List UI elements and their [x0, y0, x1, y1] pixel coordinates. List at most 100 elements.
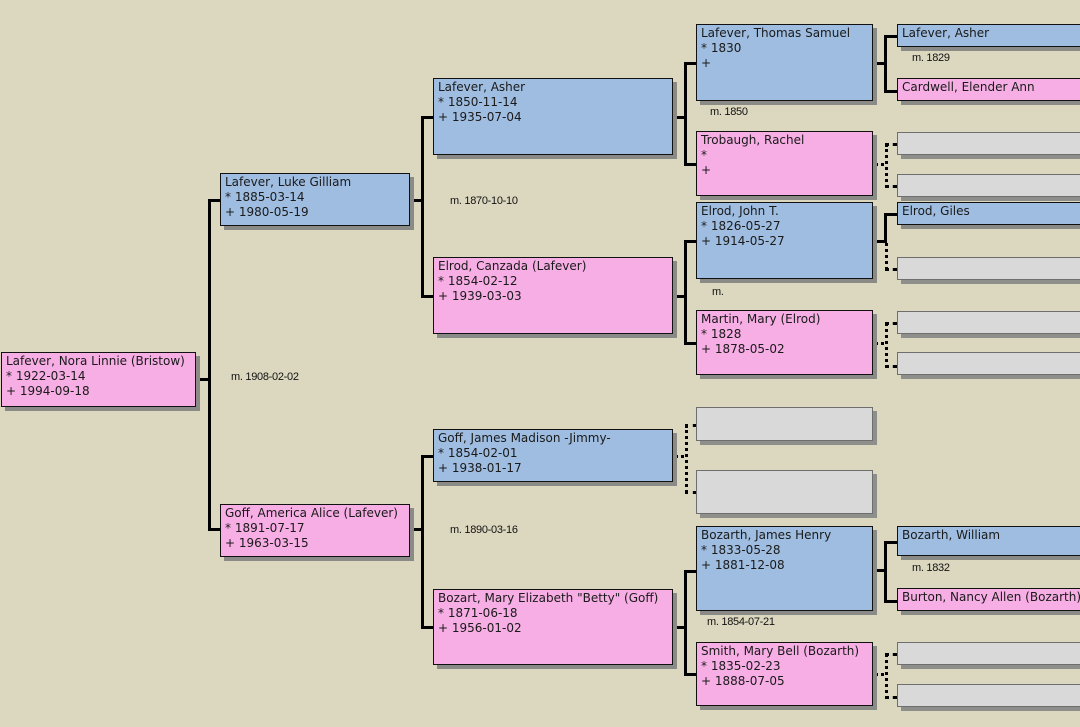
- person-birth: * 1850-11-14: [438, 95, 518, 109]
- connector: [421, 626, 433, 629]
- connector-dotted: [875, 163, 884, 166]
- connector: [872, 62, 885, 65]
- person-birth: * 1922-03-14: [6, 369, 86, 383]
- person-box-ggf-lafever[interactable]: Lafever, Thomas Samuel * 1830 +: [696, 24, 873, 101]
- person-name: Goff, America Alice (Lafever): [225, 506, 398, 520]
- person-box-father[interactable]: Lafever, Luke Gilliam * 1885-03-14 + 198…: [220, 173, 410, 226]
- person-box-root[interactable]: Lafever, Nora Linnie (Bristow) * 1922-03…: [1, 352, 196, 407]
- person-name: Lafever, Luke Gilliam: [225, 175, 352, 189]
- person-box-gggf-elrod[interactable]: Elrod, Giles: [897, 202, 1080, 225]
- person-name: Trobaugh, Rachel: [701, 133, 805, 147]
- marriage-label: m. 1850: [710, 106, 748, 118]
- marriage-label: m. 1854-07-21: [707, 616, 775, 628]
- person-birth: * 1833-05-28: [701, 543, 781, 557]
- person-birth: * 1826-05-27: [701, 219, 781, 233]
- connector: [884, 541, 897, 544]
- person-name: Martin, Mary (Elrod): [701, 312, 821, 326]
- connector-dotted: [885, 653, 897, 656]
- connector: [208, 199, 211, 530]
- empty-person-slot[interactable]: [696, 407, 873, 441]
- person-birth: * 1854-02-01: [438, 446, 518, 460]
- marriage-label: m.: [712, 286, 724, 298]
- person-name: Lafever, Asher: [902, 26, 990, 40]
- connector: [884, 35, 897, 38]
- person-name: Bozarth, James Henry: [701, 528, 832, 542]
- person-birth: * 1854-02-12: [438, 274, 518, 288]
- connector-dotted: [885, 323, 888, 368]
- person-name: Elrod, Canzada (Lafever): [438, 259, 587, 273]
- person-death: +: [701, 163, 712, 177]
- person-birth: * 1830: [701, 41, 742, 55]
- connector: [684, 163, 696, 166]
- connector: [684, 62, 687, 166]
- connector-dotted: [885, 322, 897, 325]
- person-birth: *: [701, 148, 707, 162]
- person-name: Elrod, John T.: [701, 204, 779, 218]
- connector: [684, 240, 696, 243]
- person-box-gggm-burton[interactable]: Burton, Nancy Allen (Bozarth): [897, 588, 1080, 611]
- connector-dotted: [885, 365, 897, 368]
- person-death: + 1878-05-02: [701, 342, 785, 356]
- person-box-ggf-elrod[interactable]: Elrod, John T. * 1826-05-27 + 1914-05-27: [696, 202, 873, 279]
- connector: [195, 378, 209, 381]
- connector: [884, 541, 887, 603]
- connector-dotted: [875, 342, 884, 345]
- person-box-paternal-grandmother[interactable]: Elrod, Canzada (Lafever) * 1854-02-12 + …: [433, 257, 673, 334]
- connector: [672, 116, 685, 119]
- person-box-gggf-bozarth[interactable]: Bozarth, William: [897, 526, 1080, 556]
- marriage-label: m. 1890-03-16: [450, 524, 518, 536]
- connector-dotted: [875, 673, 884, 676]
- connector: [884, 213, 897, 216]
- empty-person-slot[interactable]: [897, 352, 1080, 375]
- person-birth: * 1891-07-17: [225, 521, 305, 535]
- empty-person-slot[interactable]: [897, 132, 1080, 155]
- connector: [421, 295, 433, 298]
- connector: [872, 569, 885, 572]
- person-birth: * 1835-02-23: [701, 659, 781, 673]
- person-death: + 1938-01-17: [438, 461, 522, 475]
- marriage-label: m. 1870-10-10: [450, 195, 518, 207]
- person-name: Smith, Mary Bell (Bozarth): [701, 644, 860, 658]
- person-birth: * 1871-06-18: [438, 606, 518, 620]
- connector: [421, 116, 424, 298]
- person-box-gggf-lafever[interactable]: Lafever, Asher: [897, 24, 1080, 47]
- connector: [208, 528, 220, 531]
- person-name: Cardwell, Elender Ann: [902, 80, 1035, 94]
- empty-person-slot[interactable]: [897, 311, 1080, 334]
- person-death: + 1935-07-04: [438, 110, 522, 124]
- connector-dotted: [885, 268, 897, 271]
- person-box-paternal-grandfather[interactable]: Lafever, Asher * 1850-11-14 + 1935-07-04: [433, 78, 673, 155]
- connector: [684, 570, 696, 573]
- person-box-gggm-cardwell[interactable]: Cardwell, Elender Ann: [897, 78, 1080, 101]
- person-death: + 1994-09-18: [6, 384, 90, 398]
- person-name: Goff, James Madison -Jimmy-: [438, 431, 611, 445]
- person-death: + 1939-03-03: [438, 289, 522, 303]
- connector: [672, 295, 685, 298]
- person-box-ggm-trobaugh[interactable]: Trobaugh, Rachel * +: [696, 131, 873, 196]
- person-death: + 1956-01-02: [438, 621, 522, 635]
- person-box-maternal-grandfather[interactable]: Goff, James Madison -Jimmy- * 1854-02-01…: [433, 429, 673, 482]
- connector-dotted: [675, 455, 684, 458]
- empty-person-slot[interactable]: [696, 470, 873, 514]
- connector: [884, 35, 887, 93]
- person-box-maternal-grandmother[interactable]: Bozart, Mary Elizabeth "Betty" (Goff) * …: [433, 589, 673, 665]
- connector: [884, 213, 887, 243]
- connector: [409, 199, 422, 202]
- connector: [872, 240, 885, 243]
- person-box-ggf-bozarth[interactable]: Bozarth, James Henry * 1833-05-28 + 1881…: [696, 526, 873, 611]
- person-birth: * 1828: [701, 327, 742, 341]
- person-name: Bozarth, William: [902, 528, 1001, 542]
- empty-person-slot[interactable]: [897, 257, 1080, 280]
- empty-person-slot[interactable]: [897, 642, 1080, 665]
- connector: [421, 455, 433, 458]
- connector-dotted: [885, 654, 888, 699]
- connector: [684, 62, 696, 65]
- person-box-ggm-smith[interactable]: Smith, Mary Bell (Bozarth) * 1835-02-23 …: [696, 642, 873, 706]
- person-name: Lafever, Thomas Samuel: [701, 26, 851, 40]
- person-box-mother[interactable]: Goff, America Alice (Lafever) * 1891-07-…: [220, 504, 410, 557]
- empty-person-slot[interactable]: [897, 684, 1080, 707]
- person-box-ggm-martin[interactable]: Martin, Mary (Elrod) * 1828 + 1878-05-02: [696, 310, 873, 375]
- empty-person-slot[interactable]: [897, 174, 1080, 197]
- connector: [684, 570, 687, 676]
- person-name: Bozart, Mary Elizabeth "Betty" (Goff): [438, 591, 659, 605]
